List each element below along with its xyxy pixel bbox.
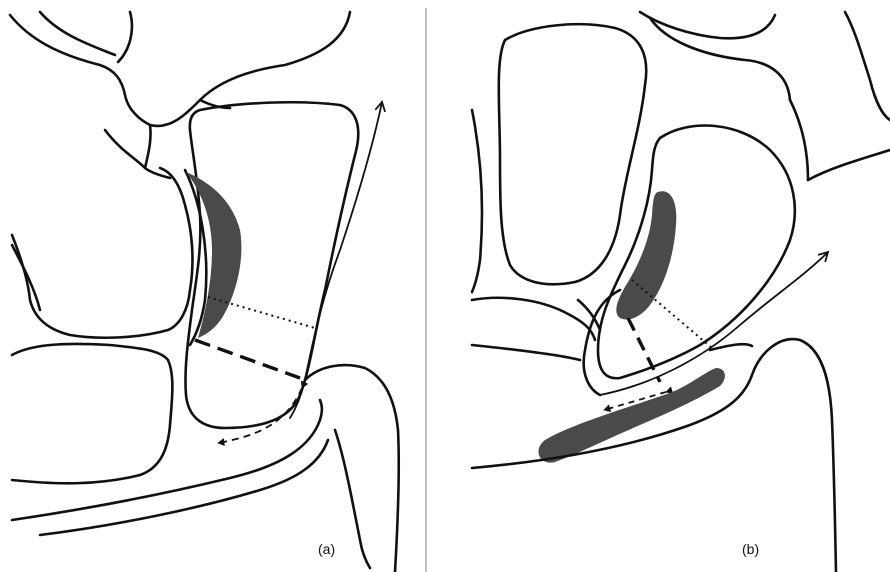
- left-lower-curve-b-2: [472, 298, 595, 340]
- top-right-bone-b-2: [650, 18, 790, 100]
- dashed-double-arrow-a: [218, 388, 302, 443]
- panel-b: (b): [472, 12, 890, 572]
- central-bone-b: [598, 126, 795, 379]
- lower-sweep-a-3: [335, 430, 370, 568]
- left-lower-curve-b: [472, 110, 482, 292]
- small-curve: [105, 130, 145, 168]
- panel-a: (a): [10, 12, 399, 572]
- top-left-bone-b: [499, 24, 647, 284]
- panel-label-a: (a): [318, 541, 335, 557]
- central-bone: [185, 102, 358, 428]
- upper-bone-outline-2: [118, 12, 132, 62]
- lower-right-bone-b: [472, 339, 836, 572]
- dashed-measure-a: [195, 340, 300, 378]
- top-right-bone-b: [640, 12, 775, 38]
- lower-right-bone-b-2: [710, 344, 752, 350]
- dashed-measure-b: [628, 318, 660, 382]
- right-upper-curve-b: [790, 100, 808, 180]
- panel-label-b: (b): [742, 541, 759, 557]
- axis-arrow-a: [305, 102, 382, 380]
- far-right-bone-b: [845, 12, 890, 120]
- far-right-bone-b-2: [808, 150, 890, 180]
- left-bone-outline: [12, 168, 192, 338]
- left-lower-curve-b-3: [472, 345, 580, 360]
- lower-left-bone: [12, 344, 172, 483]
- lower-shading-b: [538, 368, 724, 463]
